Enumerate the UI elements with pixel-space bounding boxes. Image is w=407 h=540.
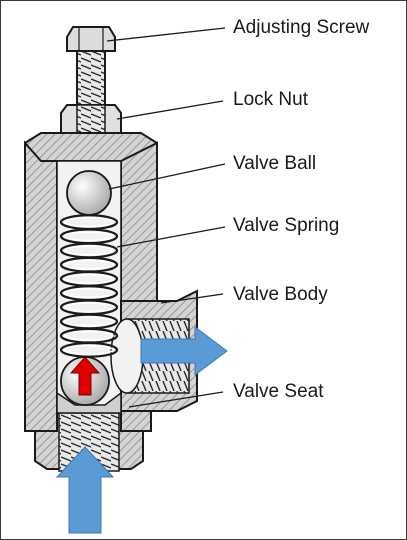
spring-coil-highlight	[64, 259, 114, 270]
leader-line-lock-nut	[116, 100, 224, 120]
spring-coil-highlight	[64, 217, 114, 228]
label-valve-seat: Valve Seat	[233, 381, 324, 402]
leader-line-valve-spring	[116, 226, 226, 248]
label-valve-body: Valve Body	[233, 284, 328, 305]
leader-line-valve-ball	[108, 163, 226, 190]
spring-guide-ball	[66, 170, 112, 216]
spring-coil-highlight	[64, 330, 114, 341]
spring-coil-highlight	[64, 302, 114, 313]
valve-seat	[56, 391, 122, 414]
leader-line-adjusting-screw	[106, 27, 226, 42]
label-adjusting-screw: Adjusting Screw	[233, 17, 370, 38]
label-valve-ball: Valve Ball	[233, 153, 317, 174]
spring-coil-highlight	[64, 344, 114, 355]
spring-coil-highlight	[64, 231, 114, 242]
leader-line-valve-body	[160, 293, 224, 304]
leader-line-valve-seat	[128, 391, 224, 408]
spring-coil-highlight	[64, 245, 114, 256]
pressure-arrow-icon	[69, 356, 101, 396]
outlet-flow-arrow-icon	[140, 326, 228, 376]
label-lock-nut: Lock Nut	[233, 89, 308, 110]
spring-coil-highlight	[64, 273, 114, 284]
spring-coil-highlight	[64, 316, 114, 327]
inlet-flow-arrow-icon	[55, 446, 115, 534]
lock-nut	[60, 104, 122, 134]
label-valve-spring: Valve Spring	[233, 215, 340, 236]
spring-coil-highlight	[64, 288, 114, 299]
valve-spring	[59, 214, 119, 358]
